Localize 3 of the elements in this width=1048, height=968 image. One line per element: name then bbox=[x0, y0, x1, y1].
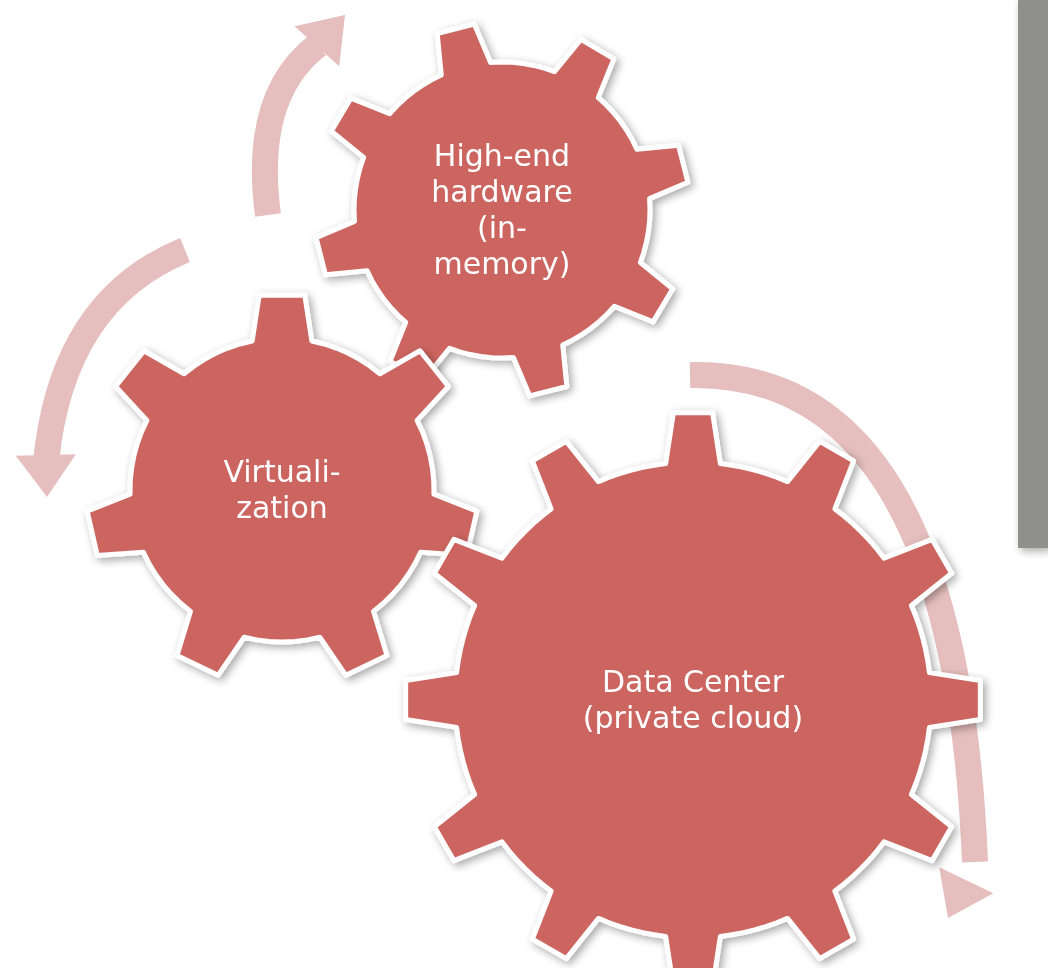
gear-label: High-end hardware (in- memory) bbox=[430, 138, 574, 282]
gear-label: Data Center (private cloud) bbox=[581, 664, 805, 736]
gear-label: Virtuali- zation bbox=[222, 454, 342, 526]
